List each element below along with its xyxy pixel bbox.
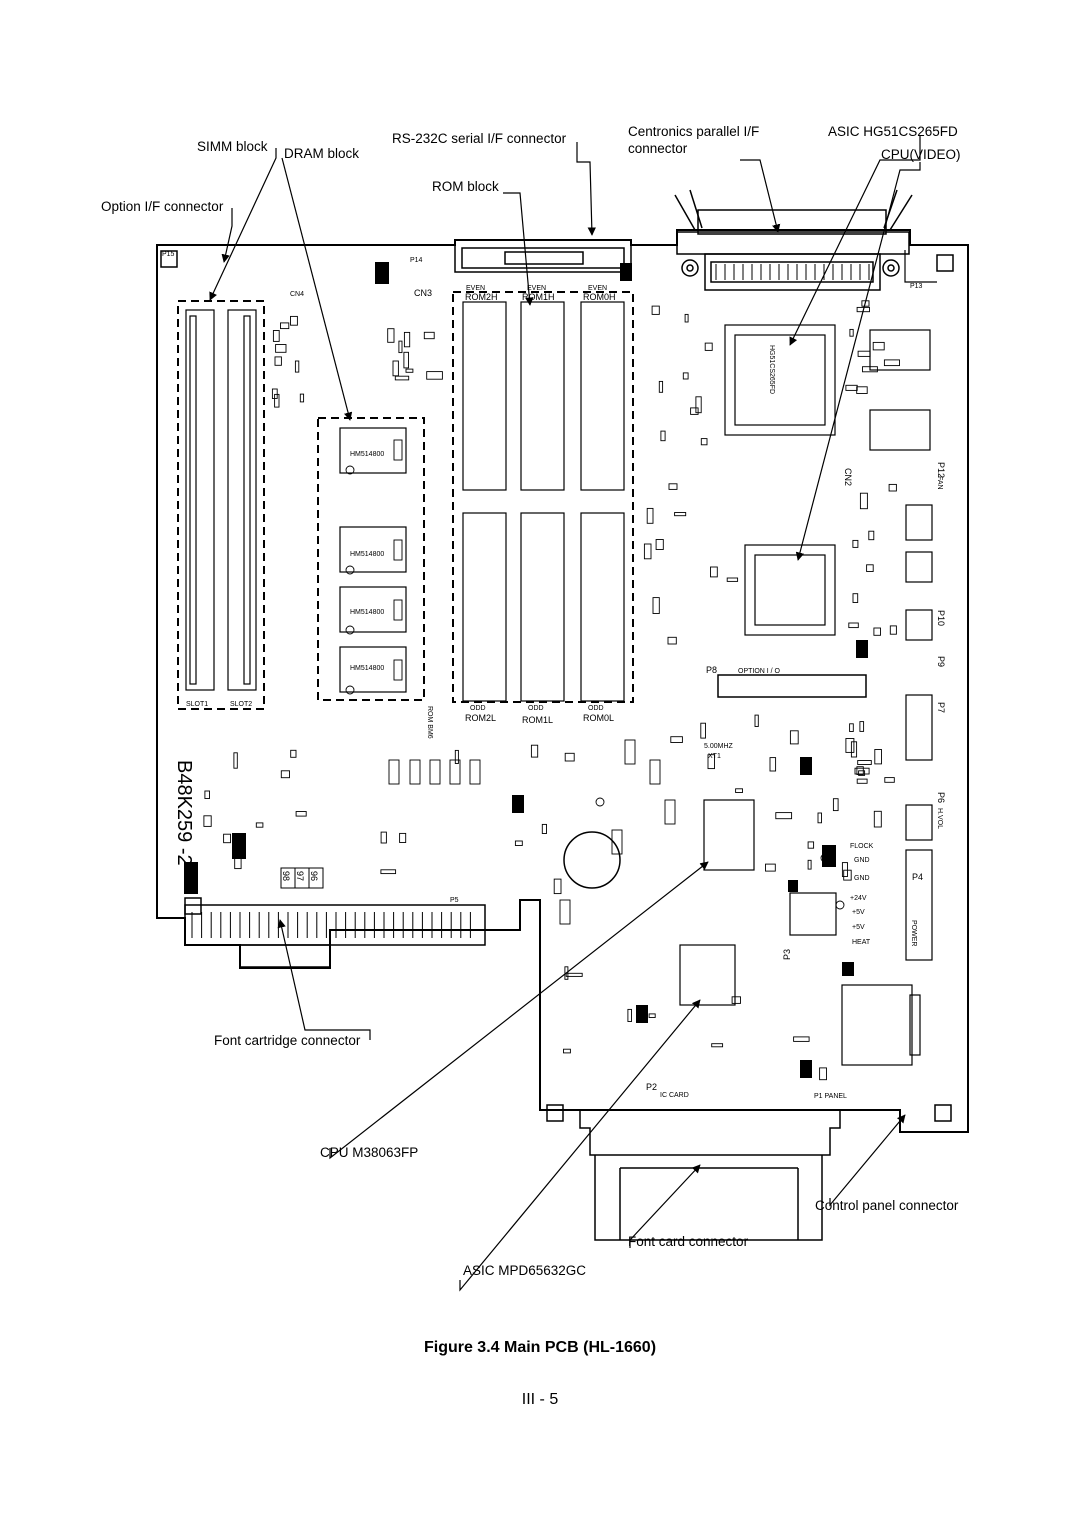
svg-text:IC CARD: IC CARD <box>660 1092 689 1099</box>
svg-text:HM514800: HM514800 <box>350 665 384 672</box>
callout-option-if: Option I/F connector <box>101 199 224 214</box>
svg-text:P14: P14 <box>410 257 423 264</box>
font-card-connector <box>579 1110 841 1241</box>
callout-asic-mpd: ASIC MPD65632GC <box>463 1263 587 1278</box>
svg-text:GND: GND <box>854 857 870 864</box>
simm-block-outline <box>177 300 265 710</box>
rom-chips <box>462 301 625 702</box>
callout-dram-block: DRAM block <box>284 146 360 161</box>
svg-text:GND: GND <box>854 875 870 882</box>
callout-centronics-2: connector <box>628 141 688 156</box>
svg-text:CN4: CN4 <box>290 291 304 298</box>
font-cartridge-connector <box>184 904 486 968</box>
svg-text:FLOCK: FLOCK <box>850 843 874 850</box>
callout-rs232c: RS-232C serial I/F connector <box>392 131 567 146</box>
asic-hg51-chip <box>724 324 836 436</box>
svg-text:EVEN: EVEN <box>527 285 546 292</box>
centronics-connector <box>674 189 913 291</box>
cpu-m38063-chip <box>703 799 755 871</box>
callout-simm-block: SIMM block <box>197 139 268 154</box>
svg-text:P5: P5 <box>450 897 459 904</box>
callout-asic-hg: ASIC HG51CS265FD <box>828 124 958 139</box>
svg-text:5.00MHZ: 5.00MHZ <box>704 743 734 750</box>
svg-text:ODD: ODD <box>528 705 544 712</box>
svg-text:XT1: XT1 <box>708 753 721 760</box>
svg-text:P4: P4 <box>912 872 923 882</box>
svg-text:OPTION I / O: OPTION I / O <box>738 668 781 675</box>
dram-block-outline <box>317 417 425 701</box>
callout-cpu-m38063: CPU M38063FP <box>320 1145 419 1160</box>
svg-text:ROM0H: ROM0H <box>583 292 616 302</box>
svg-text:H.VOL: H.VOL <box>936 808 943 829</box>
svg-text:HG51CS265FD: HG51CS265FD <box>768 345 775 394</box>
svg-text:P1 PANEL: P1 PANEL <box>814 1093 847 1100</box>
svg-text:EVEN: EVEN <box>588 285 607 292</box>
svg-text:HM514800: HM514800 <box>350 451 384 458</box>
svg-text:CN3: CN3 <box>414 288 432 298</box>
callout-cpu-video: CPU(VIDEO) <box>881 147 961 162</box>
svg-text:CN2: CN2 <box>843 468 853 486</box>
svg-text:SLOT2: SLOT2 <box>230 701 252 708</box>
svg-text:P9: P9 <box>936 656 946 667</box>
svg-text:+5V: +5V <box>852 924 865 931</box>
callout-font-card: Font card connector <box>628 1234 749 1249</box>
page-number: III - 5 <box>521 1391 559 1408</box>
svg-text:98: 98 <box>281 871 291 881</box>
svg-text:POWER: POWER <box>910 920 917 946</box>
simm-slots <box>185 309 257 691</box>
svg-text:P2: P2 <box>646 1082 657 1092</box>
rs232c-connector <box>454 239 632 273</box>
callout-control-panel: Control panel connector <box>815 1198 959 1213</box>
svg-text:P10: P10 <box>936 610 946 626</box>
mounting-holes <box>160 250 954 1122</box>
asic-mpd-chip <box>679 944 736 1006</box>
svg-text:P8: P8 <box>706 665 717 675</box>
svg-text:FAN: FAN <box>936 476 943 490</box>
svg-text:HM514800: HM514800 <box>350 609 384 616</box>
svg-text:P7: P7 <box>936 702 946 713</box>
figure-caption: Figure 3.4 Main PCB (HL-1660) <box>423 1339 657 1356</box>
svg-text:ODD: ODD <box>470 705 486 712</box>
rom-block-outline <box>452 291 634 703</box>
board-part-number: B48K259 -2 <box>173 760 195 866</box>
svg-text:ROM2L: ROM2L <box>465 713 496 723</box>
svg-text:HEAT: HEAT <box>852 939 871 946</box>
svg-text:ROM2H: ROM2H <box>465 292 498 302</box>
svg-text:EVEN: EVEN <box>466 285 485 292</box>
svg-text:+5V: +5V <box>852 909 865 916</box>
dram-chips <box>339 427 407 693</box>
callout-rom-block: ROM block <box>432 179 499 194</box>
svg-text:P13: P13 <box>910 283 923 290</box>
option-io-connector <box>717 674 867 698</box>
svg-text:P3: P3 <box>782 949 792 960</box>
svg-text:ROM0L: ROM0L <box>583 713 614 723</box>
svg-text:P15: P15 <box>162 251 175 258</box>
svg-text:+24V: +24V <box>850 895 867 902</box>
svg-text:P12: P12 <box>936 462 946 478</box>
callout-centronics-1: Centronics parallel I/F <box>628 124 760 139</box>
svg-text:SLOT1: SLOT1 <box>186 701 208 708</box>
svg-text:HM514800: HM514800 <box>350 551 384 558</box>
callout-font-cartridge: Font cartridge connector <box>214 1033 361 1048</box>
svg-text:ROM1H: ROM1H <box>522 292 555 302</box>
svg-text:ODD: ODD <box>588 705 604 712</box>
component-field <box>203 300 900 1081</box>
svg-text:P6: P6 <box>936 792 946 803</box>
svg-text:97: 97 <box>295 871 305 881</box>
svg-text:ROM1L: ROM1L <box>522 715 553 725</box>
svg-text:96: 96 <box>309 871 319 881</box>
cpu-video-chip <box>744 544 836 636</box>
svg-text:ROM BM6: ROM BM6 <box>426 706 433 739</box>
